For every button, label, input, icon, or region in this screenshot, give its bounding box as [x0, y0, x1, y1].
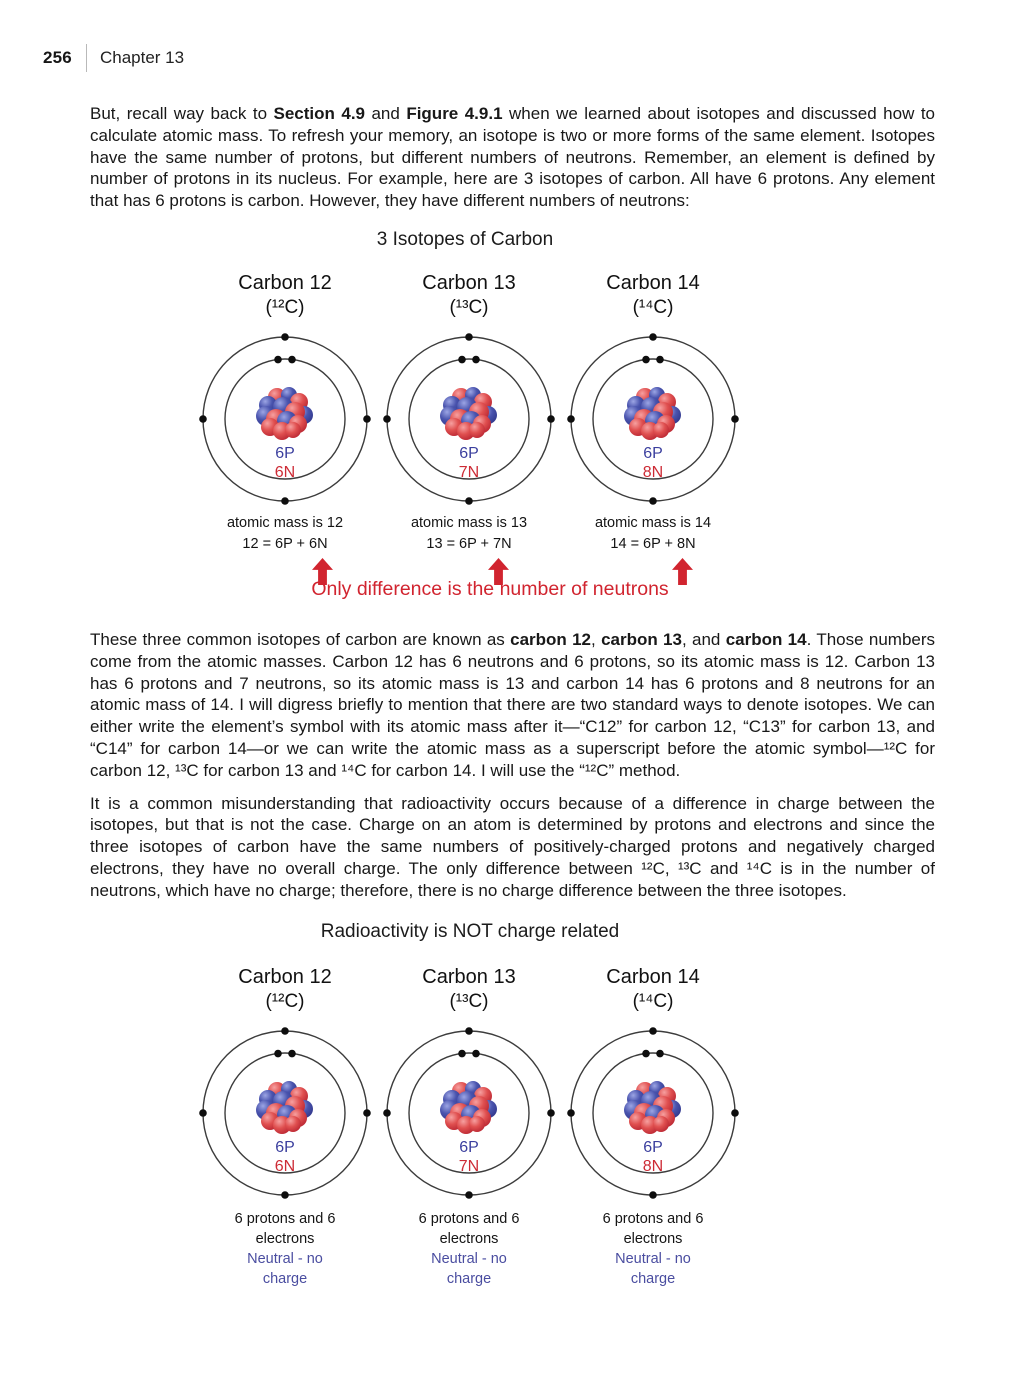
- figure-charge: Radioactivity is NOT charge related Carb…: [90, 921, 935, 1289]
- figure2-carbon13-column: Carbon 13 (¹³C) 6P 7N 6 protons and 6 el…: [377, 965, 561, 1289]
- atom-diagram-carbon13: 6P 7N: [382, 332, 556, 506]
- svg-text:8N: 8N: [643, 1158, 663, 1175]
- isotope-name: Carbon 13: [422, 271, 516, 294]
- figure1-title: 3 Isotopes of Carbon: [376, 228, 554, 250]
- svg-text:6N: 6N: [275, 464, 295, 481]
- figure2-carbon14-column: Carbon 14 (¹⁴C) 6P 8N 6 protons and 6 el…: [561, 965, 745, 1289]
- figure1-columns: Carbon 12 (¹²C) 6P 6N atomic mass is 12 …: [193, 271, 745, 555]
- paragraph-isotopes-intro: But, recall way back to Section 4.9 and …: [90, 104, 935, 211]
- atomic-mass-equation: 13 = 6P + 7N: [426, 535, 512, 552]
- isotope-symbol: (¹⁴C): [632, 990, 674, 1012]
- protons-electrons-caption: 6 protons and 6 electrons: [602, 1210, 704, 1247]
- protons-electrons-caption: 6 protons and 6 electrons: [418, 1210, 520, 1247]
- atomic-mass-caption: atomic mass is 13: [410, 514, 528, 531]
- neutral-charge-caption: Neutral - no charge: [615, 1250, 691, 1287]
- figure-isotopes: 3 Isotopes of Carbon Carbon 12 (¹²C) 6P …: [90, 229, 935, 612]
- svg-text:6P: 6P: [643, 1139, 663, 1156]
- neutral-charge-caption: Neutral - no charge: [431, 1250, 507, 1287]
- svg-text:6P: 6P: [459, 445, 479, 462]
- svg-text:6P: 6P: [275, 445, 295, 462]
- paragraph-charge-misunderstanding: It is a common misunderstanding that rad…: [90, 793, 935, 900]
- atomic-mass-caption: atomic mass is 14: [594, 514, 712, 531]
- isotope-name: Carbon 13: [422, 965, 516, 988]
- atom-diagram-carbon12: 6P 6N: [198, 1026, 372, 1200]
- svg-text:6P: 6P: [643, 445, 663, 462]
- atom-diagram-carbon14: 6P 8N: [566, 332, 740, 506]
- figure2-title: Radioactivity is NOT charge related: [320, 920, 620, 942]
- atomic-mass-equation: 12 = 6P + 6N: [242, 535, 328, 552]
- chapter-title: Chapter 13: [99, 48, 185, 67]
- isotope-symbol: (¹⁴C): [632, 296, 674, 318]
- svg-text:6P: 6P: [459, 1139, 479, 1156]
- page-number: 256: [43, 48, 72, 67]
- figure2-carbon12-column: Carbon 12 (¹²C) 6P 6N 6 protons and 6 el…: [193, 965, 377, 1289]
- page-content: But, recall way back to Section 4.9 and …: [90, 0, 935, 1289]
- atom-diagram-carbon12: 6P 6N: [198, 332, 372, 506]
- isotope-name: Carbon 12: [238, 271, 332, 294]
- svg-text:6P: 6P: [275, 1139, 295, 1156]
- atom-diagram-carbon14: 6P 8N: [566, 1026, 740, 1200]
- figure1-annotation: Only difference is the number of neutron…: [311, 577, 669, 600]
- isotope-name: Carbon 14: [606, 965, 700, 988]
- isotope-symbol: (¹²C): [265, 296, 305, 318]
- atom-diagram-carbon13: 6P 7N: [382, 1026, 556, 1200]
- isotope-symbol: (¹³C): [449, 296, 489, 318]
- figure1-annotation-block: Only difference is the number of neutron…: [90, 557, 935, 612]
- svg-text:8N: 8N: [643, 464, 663, 481]
- figure2-columns: Carbon 12 (¹²C) 6P 6N 6 protons and 6 el…: [193, 965, 745, 1289]
- isotope-symbol: (¹³C): [449, 990, 489, 1012]
- figure1-carbon13-column: Carbon 13 (¹³C) 6P 7N atomic mass is 13 …: [377, 271, 561, 555]
- figure1-carbon14-column: Carbon 14 (¹⁴C) 6P 8N atomic mass is 14 …: [561, 271, 745, 555]
- isotope-name: Carbon 14: [606, 271, 700, 294]
- figure1-carbon12-column: Carbon 12 (¹²C) 6P 6N atomic mass is 12 …: [193, 271, 377, 555]
- paragraph-isotope-notation: These three common isotopes of carbon ar…: [90, 629, 936, 780]
- protons-electrons-caption: 6 protons and 6 electrons: [234, 1210, 336, 1247]
- svg-text:7N: 7N: [459, 464, 479, 481]
- svg-text:7N: 7N: [459, 1158, 479, 1175]
- header-divider: [85, 44, 87, 72]
- isotope-name: Carbon 12: [238, 965, 332, 988]
- svg-text:6N: 6N: [275, 1158, 295, 1175]
- isotope-symbol: (¹²C): [265, 990, 305, 1012]
- atomic-mass-equation: 14 = 6P + 8N: [610, 535, 696, 552]
- page-header: 256 Chapter 13: [43, 44, 184, 72]
- atomic-mass-caption: atomic mass is 12: [226, 514, 344, 531]
- neutral-charge-caption: Neutral - no charge: [247, 1250, 323, 1287]
